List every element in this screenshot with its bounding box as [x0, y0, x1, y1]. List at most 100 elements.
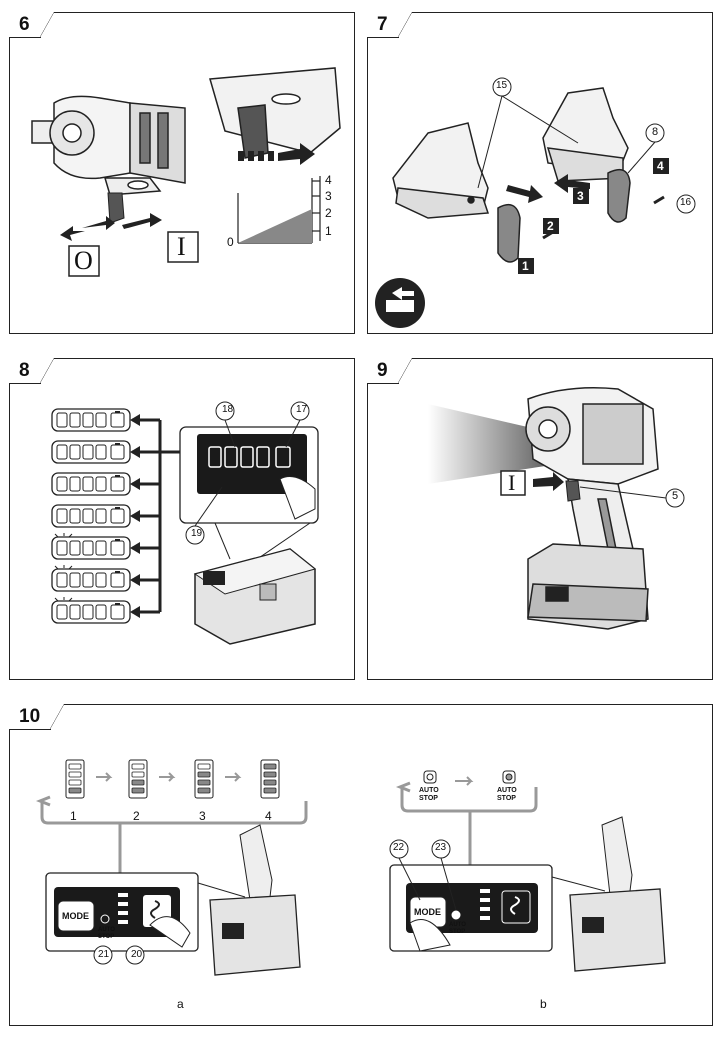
battery-cap	[115, 411, 120, 413]
speed-level-3: 3	[325, 189, 332, 203]
indicator-segment	[95, 604, 107, 620]
mode-bar	[68, 771, 82, 778]
indicator-segment	[95, 476, 107, 492]
mode-button	[57, 900, 95, 932]
indicator-segment	[69, 508, 81, 524]
switch-on-box	[167, 231, 199, 263]
indicator-segment	[82, 444, 94, 460]
battery-icon	[110, 540, 125, 556]
tool-grip	[239, 824, 273, 901]
indicator-segment	[95, 508, 107, 524]
trigger	[107, 192, 125, 224]
step-3-box	[573, 188, 589, 204]
callout-5: 5	[672, 490, 679, 502]
mode-bar	[131, 779, 145, 786]
indicator-segment	[56, 412, 68, 428]
battery-cap	[115, 475, 120, 477]
figure-number: 9	[367, 358, 411, 384]
mode-level-4: 4	[265, 809, 272, 823]
battery-cap	[115, 507, 120, 509]
indicator-segment	[95, 540, 107, 556]
step-1-box	[518, 258, 534, 274]
indicator-segment	[56, 444, 68, 460]
step-arrow	[159, 772, 176, 782]
figure-6-panel: 6	[9, 12, 355, 334]
indicator-segment	[56, 604, 68, 620]
switch-on-box	[500, 470, 526, 496]
tool-grip	[601, 816, 633, 896]
indicator-segment	[95, 412, 107, 428]
auto-stop-led	[100, 914, 110, 924]
zoom-line	[197, 882, 246, 898]
speed-graph	[237, 176, 321, 244]
callout-20: 20	[131, 949, 143, 960]
mode-bar	[68, 787, 82, 794]
arrow-head	[130, 478, 140, 490]
indicator-segment	[69, 444, 81, 460]
battery-cap	[115, 539, 120, 541]
stop-label-b2: STOP	[497, 795, 516, 802]
speed-level-2: 2	[325, 206, 332, 220]
zoom-line	[551, 876, 606, 892]
impact-driver	[525, 387, 659, 630]
callout-15: 15	[496, 80, 508, 91]
step-arrow	[455, 776, 474, 786]
mode-bar	[197, 771, 211, 778]
battery-icon	[110, 572, 125, 588]
mode-bar	[263, 771, 277, 778]
switch-off-label: O	[74, 246, 93, 275]
indicator-segment	[56, 540, 68, 556]
leader-line	[285, 419, 301, 448]
indicator-segment	[82, 476, 94, 492]
sub-label-b: b	[540, 997, 547, 1011]
battery-icon	[110, 412, 125, 428]
blink-mark	[54, 565, 73, 570]
figure-7-illustration	[375, 77, 696, 328]
level-led	[480, 889, 490, 893]
arrow-head	[130, 606, 140, 618]
figure-number: 10	[9, 704, 65, 730]
indicator-segment	[69, 476, 81, 492]
mode-bar	[263, 763, 277, 770]
mode-bar	[263, 787, 277, 794]
battery-icon	[110, 508, 125, 524]
cycle-bracket	[35, 795, 308, 825]
callout-21: 21	[98, 949, 110, 960]
mode-bar	[197, 779, 211, 786]
mode-icon-box	[501, 890, 531, 924]
step-arrow	[225, 772, 242, 782]
callout-8: 8	[652, 126, 659, 138]
stop-label-b1: STOP	[419, 795, 438, 802]
level-led	[480, 907, 490, 911]
speed-level-1: 1	[325, 224, 332, 238]
sub-label-a: a	[177, 997, 184, 1011]
battery-icon	[110, 476, 125, 492]
blink-mark	[54, 597, 73, 602]
led-dot	[426, 773, 434, 781]
mode-button-label-b: MODE	[414, 907, 441, 917]
mode-bar	[131, 771, 145, 778]
callout-18: 18	[222, 404, 234, 415]
mode-level-2: 2	[133, 809, 140, 823]
battery-indicator	[203, 571, 225, 585]
callout-circle	[93, 945, 113, 965]
indicator-segment	[56, 508, 68, 524]
mode-bar	[68, 779, 82, 786]
battery-icon	[110, 604, 125, 620]
arrow-head	[130, 574, 140, 586]
figure-7-panel: 7	[367, 12, 713, 334]
mode-bar	[68, 763, 82, 770]
indicator-segment	[56, 572, 68, 588]
switch-on-label: I	[177, 232, 186, 261]
trigger-detail	[209, 67, 341, 165]
figure-9-panel: 9 I 5	[367, 358, 713, 680]
light-beam	[428, 404, 558, 484]
battery-icon	[110, 444, 125, 460]
battery-latch	[259, 583, 277, 601]
figure-6-illustration	[31, 67, 341, 277]
indicator-segment	[82, 412, 94, 428]
switch-off-box	[68, 245, 100, 277]
figure-8-illustration	[51, 401, 319, 645]
mode-button-label-a: MODE	[62, 911, 89, 921]
mode-level-1: 1	[70, 809, 77, 823]
